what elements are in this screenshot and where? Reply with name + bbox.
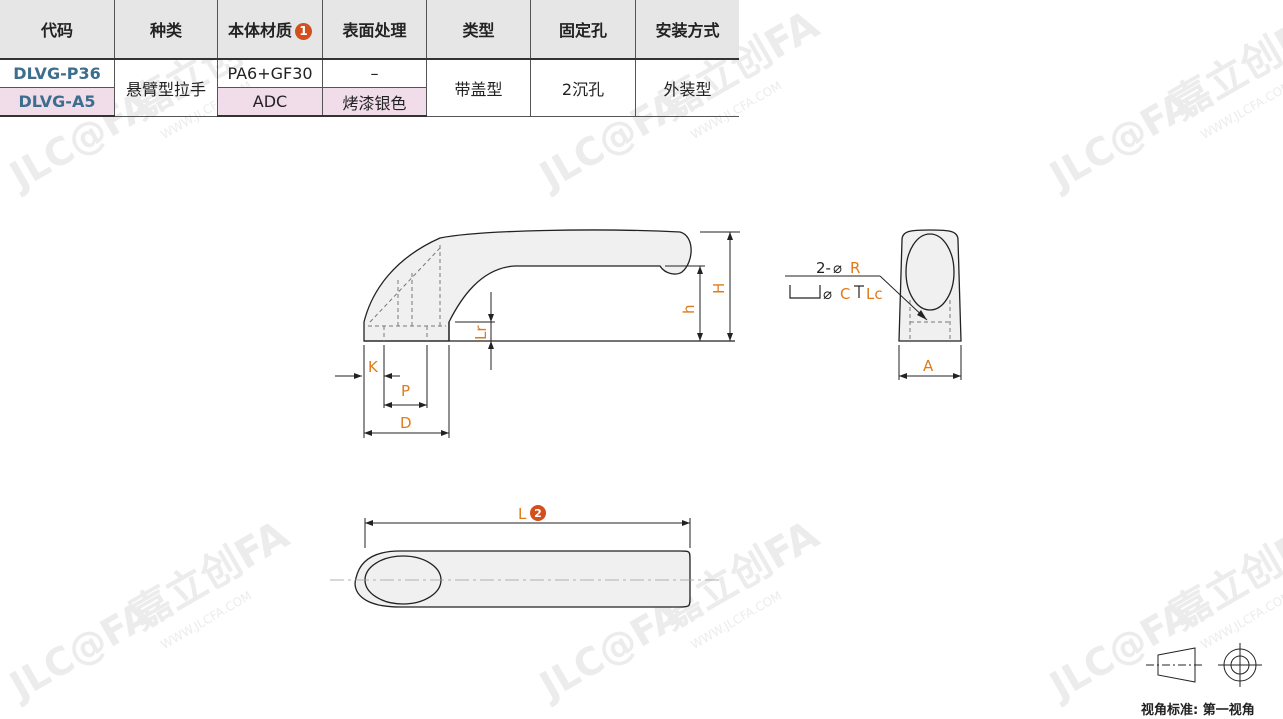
header-mount: 安装方式 (635, 0, 739, 60)
dim-a: A (923, 357, 934, 375)
side-view-arrows (354, 232, 733, 436)
watermark-brand-cn: 嘉立创FA (1163, 2, 1283, 129)
diameter-symbol: ⌀ (823, 285, 832, 303)
header-category: 种类 (114, 0, 218, 60)
note-badge-2 (530, 505, 546, 521)
cell-code: DLVG-A5 (0, 87, 115, 117)
header-code: 代码 (0, 0, 115, 60)
header-hole: 固定孔 (530, 0, 636, 60)
dim-lr: Lr (472, 325, 490, 340)
table-row: DLVG-P36 悬臂型拉手 PA6+GF30 – 带盖型 2沉孔 外装型 (0, 59, 739, 117)
watermark-brand-cn: 嘉立创FA (1163, 512, 1283, 639)
cell-material: PA6+GF30 (217, 59, 323, 88)
side-view (363, 229, 735, 342)
hole-prefix: 2- (816, 259, 831, 277)
note-badge-2-label: 2 (534, 507, 542, 520)
header-type: 类型 (426, 0, 531, 60)
diameter-symbol: ⌀ (833, 259, 842, 277)
header-material-label: 本体材质 (227, 21, 292, 40)
table-row: DLVG-A5 ADC 烤漆银色 (0, 87, 739, 117)
dim-p: P (401, 382, 410, 400)
dim-k: K (368, 358, 379, 376)
dim-l: L (518, 505, 527, 523)
cell-code: DLVG-P36 (0, 59, 115, 88)
end-view (785, 229, 962, 380)
cell-category: 悬臂型拉手 (114, 59, 218, 117)
cell-type: 带盖型 (426, 59, 531, 117)
cell-surface: 烤漆银色 (322, 87, 427, 117)
dim-h-lower: h (680, 304, 698, 314)
end-view-arrows (899, 310, 961, 379)
side-view-dimensions (335, 231, 740, 438)
dim-lc: Lc (866, 285, 883, 303)
cell-mount: 外装型 (635, 59, 739, 117)
header-surface: 表面处理 (322, 0, 427, 60)
cell-surface: – (322, 59, 427, 88)
dim-r: R (850, 259, 860, 277)
first-angle-projection-icon (1146, 643, 1262, 687)
top-view-arrows (365, 520, 690, 526)
counterbore-icon (789, 285, 821, 299)
view-standard-label: 视角标准: 第一视角 (1141, 703, 1255, 718)
dim-d: D (400, 414, 412, 432)
cell-hole: 2沉孔 (530, 59, 636, 117)
dim-c: C (840, 285, 850, 303)
note-badge-1: 1 (295, 23, 312, 40)
dim-h-upper: H (710, 283, 728, 294)
cell-material: ADC (217, 87, 323, 117)
depth-icon (854, 285, 864, 298)
top-view (330, 518, 720, 608)
